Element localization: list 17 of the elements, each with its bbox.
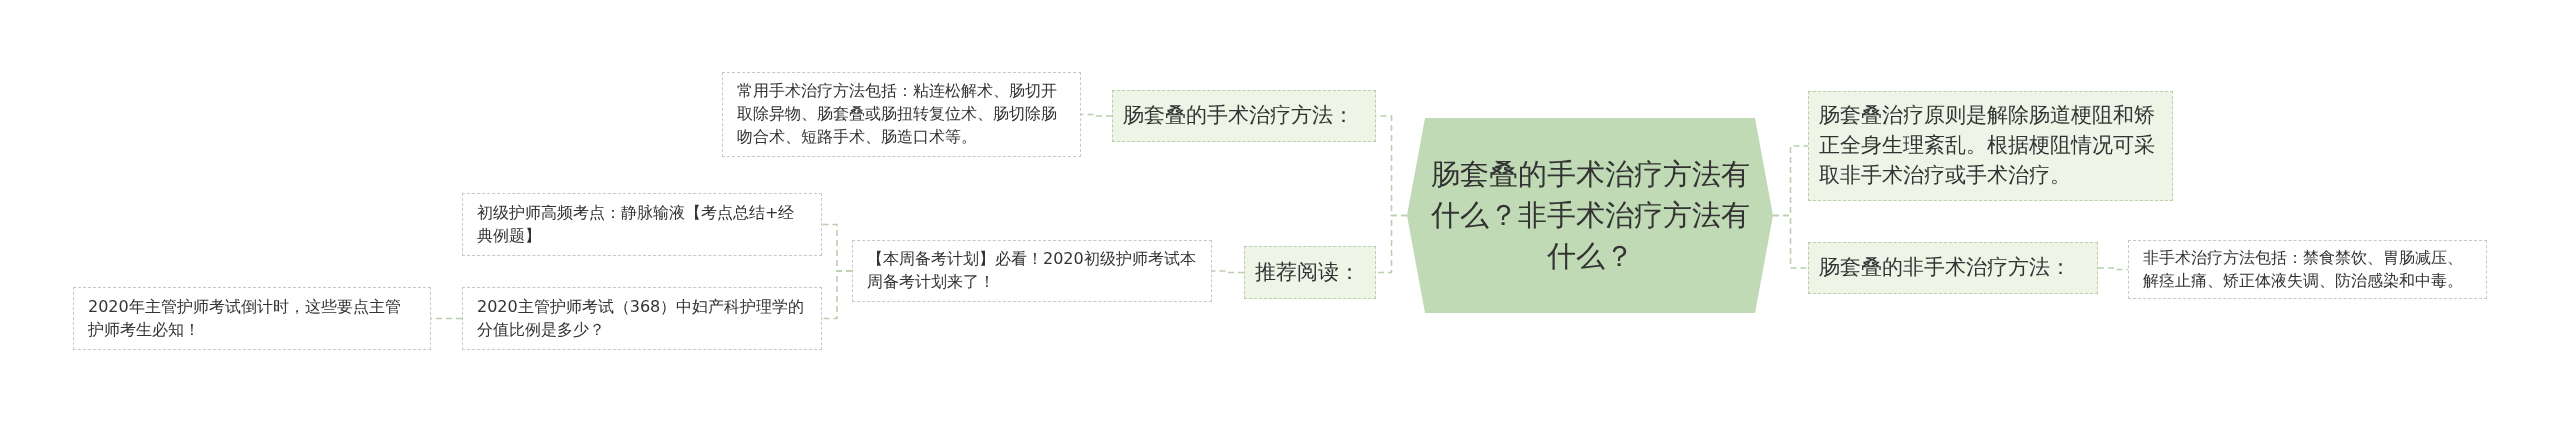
text-box: 2020年主管护师考试倒计时，这些要点主管护师考生必知！ xyxy=(73,287,431,350)
connector xyxy=(1211,270,1245,274)
branch-box: 肠套叠的非手术治疗方法： xyxy=(1808,242,2098,294)
connector xyxy=(1080,113,1113,117)
text-box: 初级护师高频考点：静脉输液【考点总结+经典例题】 xyxy=(462,193,822,256)
connector xyxy=(2097,267,2129,271)
connector xyxy=(1375,214,1408,274)
text-box: 常用手术治疗方法包括：粘连松解术、肠切开取除异物、肠套叠或肠扭转复位术、肠切除肠吻合术、短路手术、肠造口术等。 xyxy=(722,72,1081,157)
branch-box: 推荐阅读： xyxy=(1244,246,1376,299)
branch-box: 肠套叠治疗原则是解除肠道梗阻和矫正全身生理紊乱。根据梗阻情况可采取非手术治疗或手术治疗。 xyxy=(1808,91,2173,201)
text-box: 2020主管护师考试（368）中妇产科护理学的分值比例是多少？ xyxy=(462,287,822,350)
branch-box: 肠套叠的手术治疗方法： xyxy=(1112,90,1376,142)
connector xyxy=(1772,214,1809,269)
topic-hexagon: 肠套叠的手术治疗方法有什么？非手术治疗方法有什么？ xyxy=(1407,118,1773,313)
connector xyxy=(821,270,853,320)
text-box: 【本周备考计划】必看！2020初级护师考试本周备考计划来了！ xyxy=(852,240,1212,302)
text-box: 非手术治疗方法包括：禁食禁饮、胃肠减压、解痉止痛、矫正体液失调、防治感染和中毒。 xyxy=(2128,240,2487,299)
